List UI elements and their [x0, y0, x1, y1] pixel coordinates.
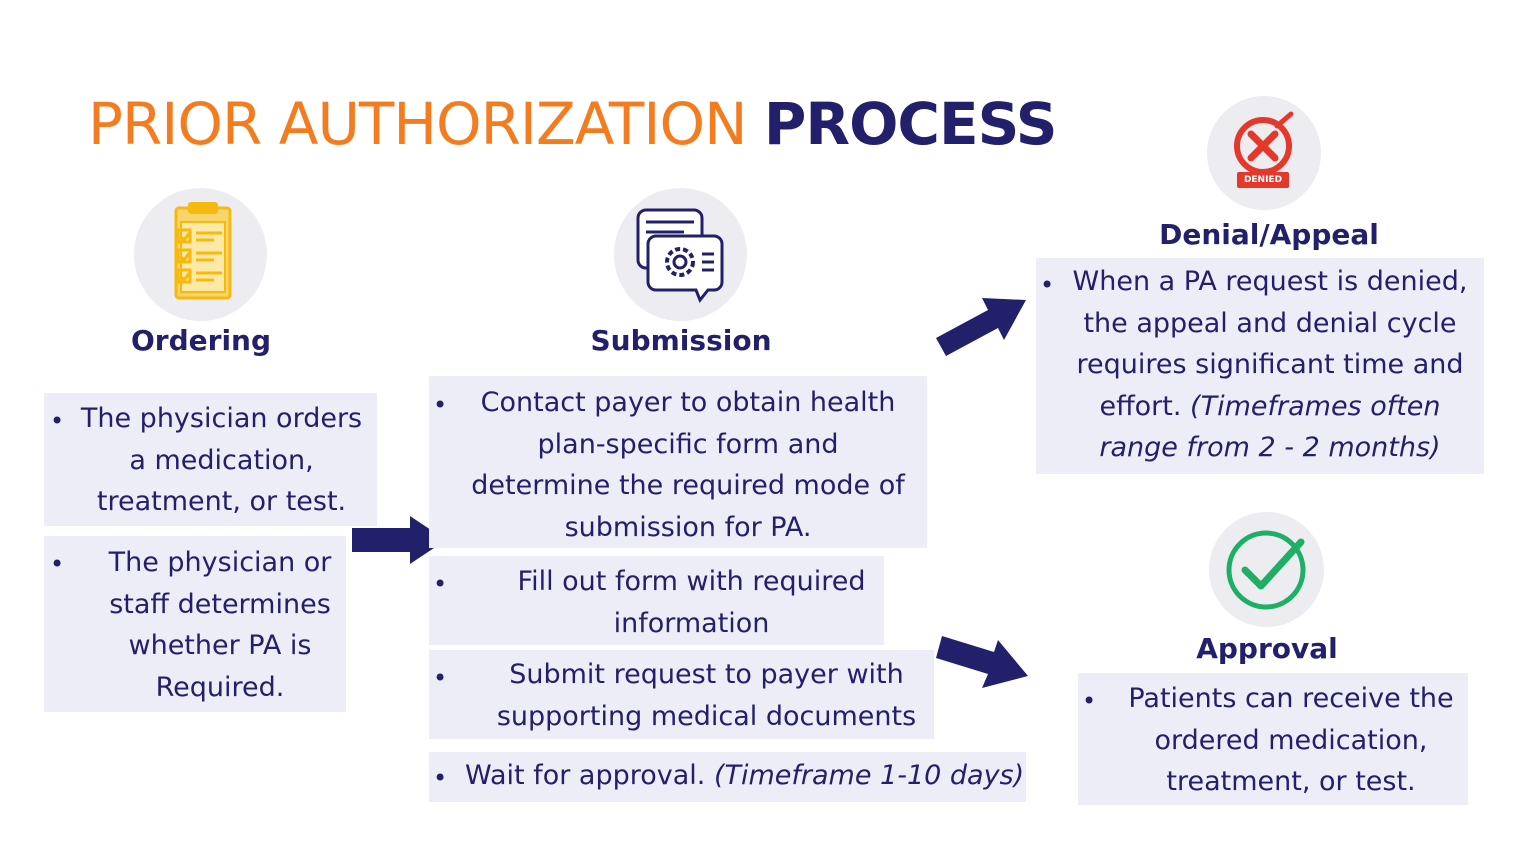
approval-item: • Patients can receive the ordered medic…: [1078, 673, 1468, 805]
bullet-icon: •: [433, 570, 448, 598]
submission-heading: Submission: [590, 324, 772, 357]
submission-item-4-note: (Timeframe 1-10 days): [713, 760, 1025, 791]
ordering-item-1: • The physician orders a medication, tre…: [44, 393, 377, 526]
submission-item-2: • Fill out form with required informatio…: [429, 556, 884, 645]
title-part-2: PROCESS: [763, 90, 1058, 158]
title-part-1: PRIOR AUTHORIZATION: [88, 90, 764, 158]
bullet-icon: •: [50, 550, 65, 578]
arrow-down-right-icon: [936, 636, 1028, 688]
submission-item-3: • Submit request to payer with supportin…: [429, 650, 934, 739]
approval-heading: Approval: [1196, 632, 1338, 665]
ordering-item-2: • The physician or staff determines whet…: [44, 536, 346, 712]
denied-stamp-icon: DENIED: [1207, 96, 1321, 210]
submission-item-3-text: Submit request to payer with supporting …: [496, 659, 917, 732]
denial-item-content: When a PA request is denied, the appeal …: [1036, 261, 1484, 469]
denied-badge-text: DENIED: [1243, 175, 1283, 185]
submission-item-1-text: Contact payer to obtain health plan-spec…: [471, 387, 905, 543]
approval-check-icon: [1209, 512, 1324, 627]
submission-item-4: • Wait for approval. (Timeframe 1-10 day…: [429, 752, 1026, 802]
denial-item: • When a PA request is denied, the appea…: [1036, 258, 1484, 474]
ordering-item-2-text: The physician or staff determines whethe…: [108, 547, 332, 703]
ordering-item-1-text: The physician orders a medication, treat…: [80, 403, 363, 517]
bullet-icon: •: [433, 664, 448, 692]
form-gear-icon: [614, 188, 747, 321]
approval-item-text: Patients can receive the ordered medicat…: [1128, 683, 1454, 797]
submission-item-4-text: Wait for approval.: [465, 760, 714, 791]
arrow-up-right-icon: [936, 298, 1026, 356]
bullet-icon: •: [1082, 687, 1097, 715]
bullet-icon: •: [433, 391, 448, 419]
bullet-icon: •: [1040, 271, 1055, 299]
denial-item-text: When a PA request is denied, the appeal …: [1072, 266, 1468, 422]
submission-item-2-text: Fill out form with required information: [517, 566, 866, 639]
page-title: PRIOR AUTHORIZATION PROCESS: [88, 88, 1058, 160]
submission-item-1: • Contact payer to obtain health plan-sp…: [429, 376, 927, 548]
denial-item-note: (Timeframes often range from 2 - 2 month…: [1099, 390, 1441, 464]
denial-heading: Denial/Appeal: [1159, 218, 1379, 251]
arrow-right-icon: [352, 516, 446, 564]
clipboard-checklist-icon: [134, 188, 267, 321]
bullet-icon: •: [433, 764, 448, 792]
ordering-heading: Ordering: [130, 324, 272, 357]
bullet-icon: •: [50, 407, 65, 435]
